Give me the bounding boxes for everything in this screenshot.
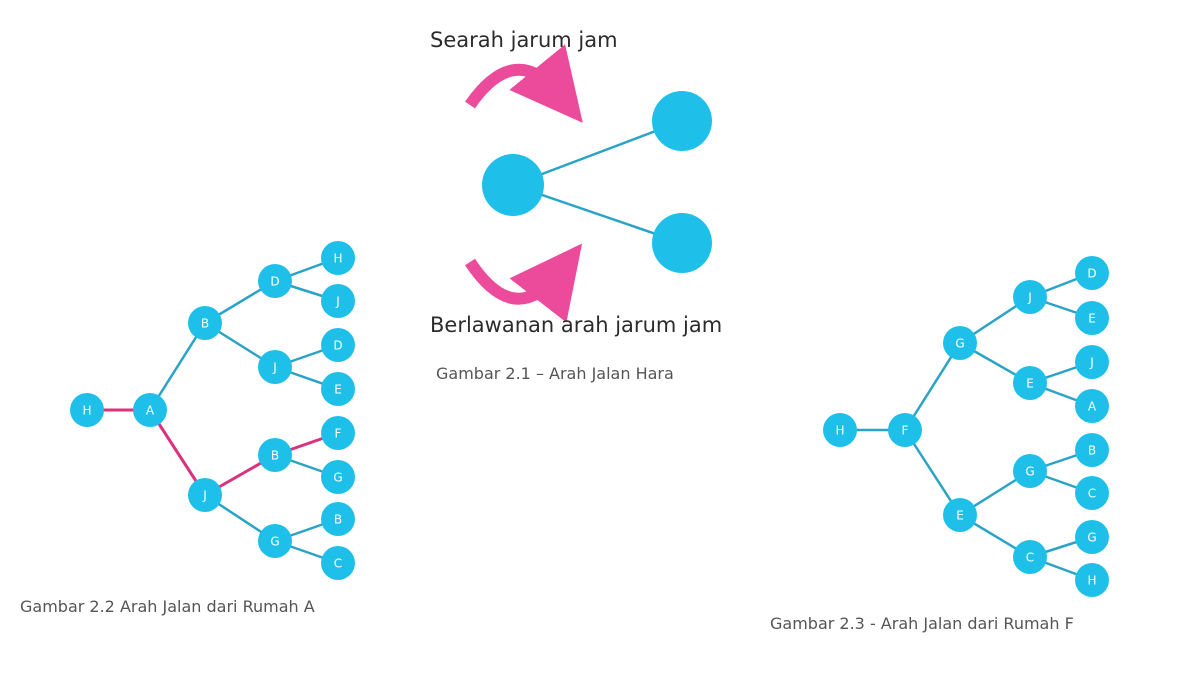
tree-node-b: B (188, 306, 222, 340)
node-label: F (335, 427, 342, 441)
tree-node-j: J (321, 284, 355, 318)
figure-2-1-caption: Gambar 2.1 – Arah Jalan Hara (436, 364, 674, 383)
node-label: B (334, 513, 342, 527)
node-label: J (1027, 291, 1032, 305)
node-label: D (1087, 267, 1096, 281)
tree-node-g: G (258, 524, 292, 558)
tree-node-b: B (1075, 433, 1109, 467)
tree-node-b: B (258, 438, 292, 472)
tree-node-j: J (258, 350, 292, 384)
node-label: C (1088, 487, 1096, 501)
clockwise-label: Searah jarum jam (430, 28, 618, 52)
tree-node-e: E (1013, 366, 1047, 400)
tree-node-g: G (321, 460, 355, 494)
graph-node (652, 91, 712, 151)
node-label: J (202, 489, 207, 503)
tree-node-e: E (1075, 301, 1109, 335)
tree-node-f: F (321, 416, 355, 450)
tree-node-e: E (321, 372, 355, 406)
node-label: H (82, 404, 91, 418)
clockwise-arrow-icon (465, 44, 583, 123)
node-label: J (272, 361, 277, 375)
node-label: B (1088, 444, 1096, 458)
tree-node-c: C (1013, 540, 1047, 574)
tree-node-d: D (258, 264, 292, 298)
tree-node-a: A (1075, 389, 1109, 423)
node-label: A (1088, 400, 1097, 414)
figure-2-1-graph (482, 91, 712, 273)
graph-node (652, 213, 712, 273)
counterclockwise-label: Berlawanan arah jarum jam (430, 313, 723, 337)
node-label: H (1087, 574, 1096, 588)
tree-edge (148, 322, 207, 411)
tree-node-e: E (943, 498, 977, 532)
tree-node-g: G (1013, 454, 1047, 488)
tree-node-d: D (321, 328, 355, 362)
node-label: G (1025, 465, 1034, 479)
node-label: E (956, 509, 964, 523)
node-label: E (1088, 312, 1096, 326)
tree-node-j: J (188, 478, 222, 512)
tree-node-j: J (1075, 345, 1109, 379)
figure-2-3-caption: Gambar 2.3 - Arah Jalan dari Rumah F (770, 614, 1074, 633)
tree-node-h: H (1075, 563, 1109, 597)
tree-node-g: G (1075, 520, 1109, 554)
tree-node-h: H (70, 393, 104, 427)
node-label: G (333, 471, 342, 485)
tree-node-d: D (1075, 256, 1109, 290)
node-label: E (1026, 377, 1034, 391)
tree-node-b: B (321, 502, 355, 536)
node-label: J (1089, 356, 1094, 370)
node-label: B (201, 317, 209, 331)
tree-node-j: J (1013, 280, 1047, 314)
node-label: C (1026, 551, 1034, 565)
node-label: J (335, 295, 340, 309)
tree-node-h: H (321, 241, 355, 275)
figure-2-3-tree: H F G E J E G C D E J A B C G H (823, 256, 1109, 597)
counterclockwise-arrow-icon (464, 243, 583, 323)
node-label: G (1087, 531, 1096, 545)
node-label: E (334, 383, 342, 397)
node-label: H (333, 252, 342, 266)
node-label: H (835, 424, 844, 438)
tree-node-h: H (823, 413, 857, 447)
node-label: F (902, 424, 909, 438)
tree-node-c: C (321, 546, 355, 580)
node-label: D (333, 339, 342, 353)
node-label: G (270, 535, 279, 549)
tree-edge (903, 342, 962, 431)
tree-node-a: A (133, 393, 167, 427)
tree-node-g: G (943, 326, 977, 360)
node-label: D (270, 275, 279, 289)
node-label: A (146, 404, 155, 418)
figure-2-2-tree: H A B J D J B G H J D E F G B C (70, 241, 355, 580)
graph-node (482, 154, 544, 216)
tree-node-c: C (1075, 476, 1109, 510)
figure-2-2-caption: Gambar 2.2 Arah Jalan dari Rumah A (20, 597, 315, 616)
node-label: B (271, 449, 279, 463)
node-label: G (955, 337, 964, 351)
node-label: C (334, 557, 342, 571)
tree-node-f: F (888, 413, 922, 447)
